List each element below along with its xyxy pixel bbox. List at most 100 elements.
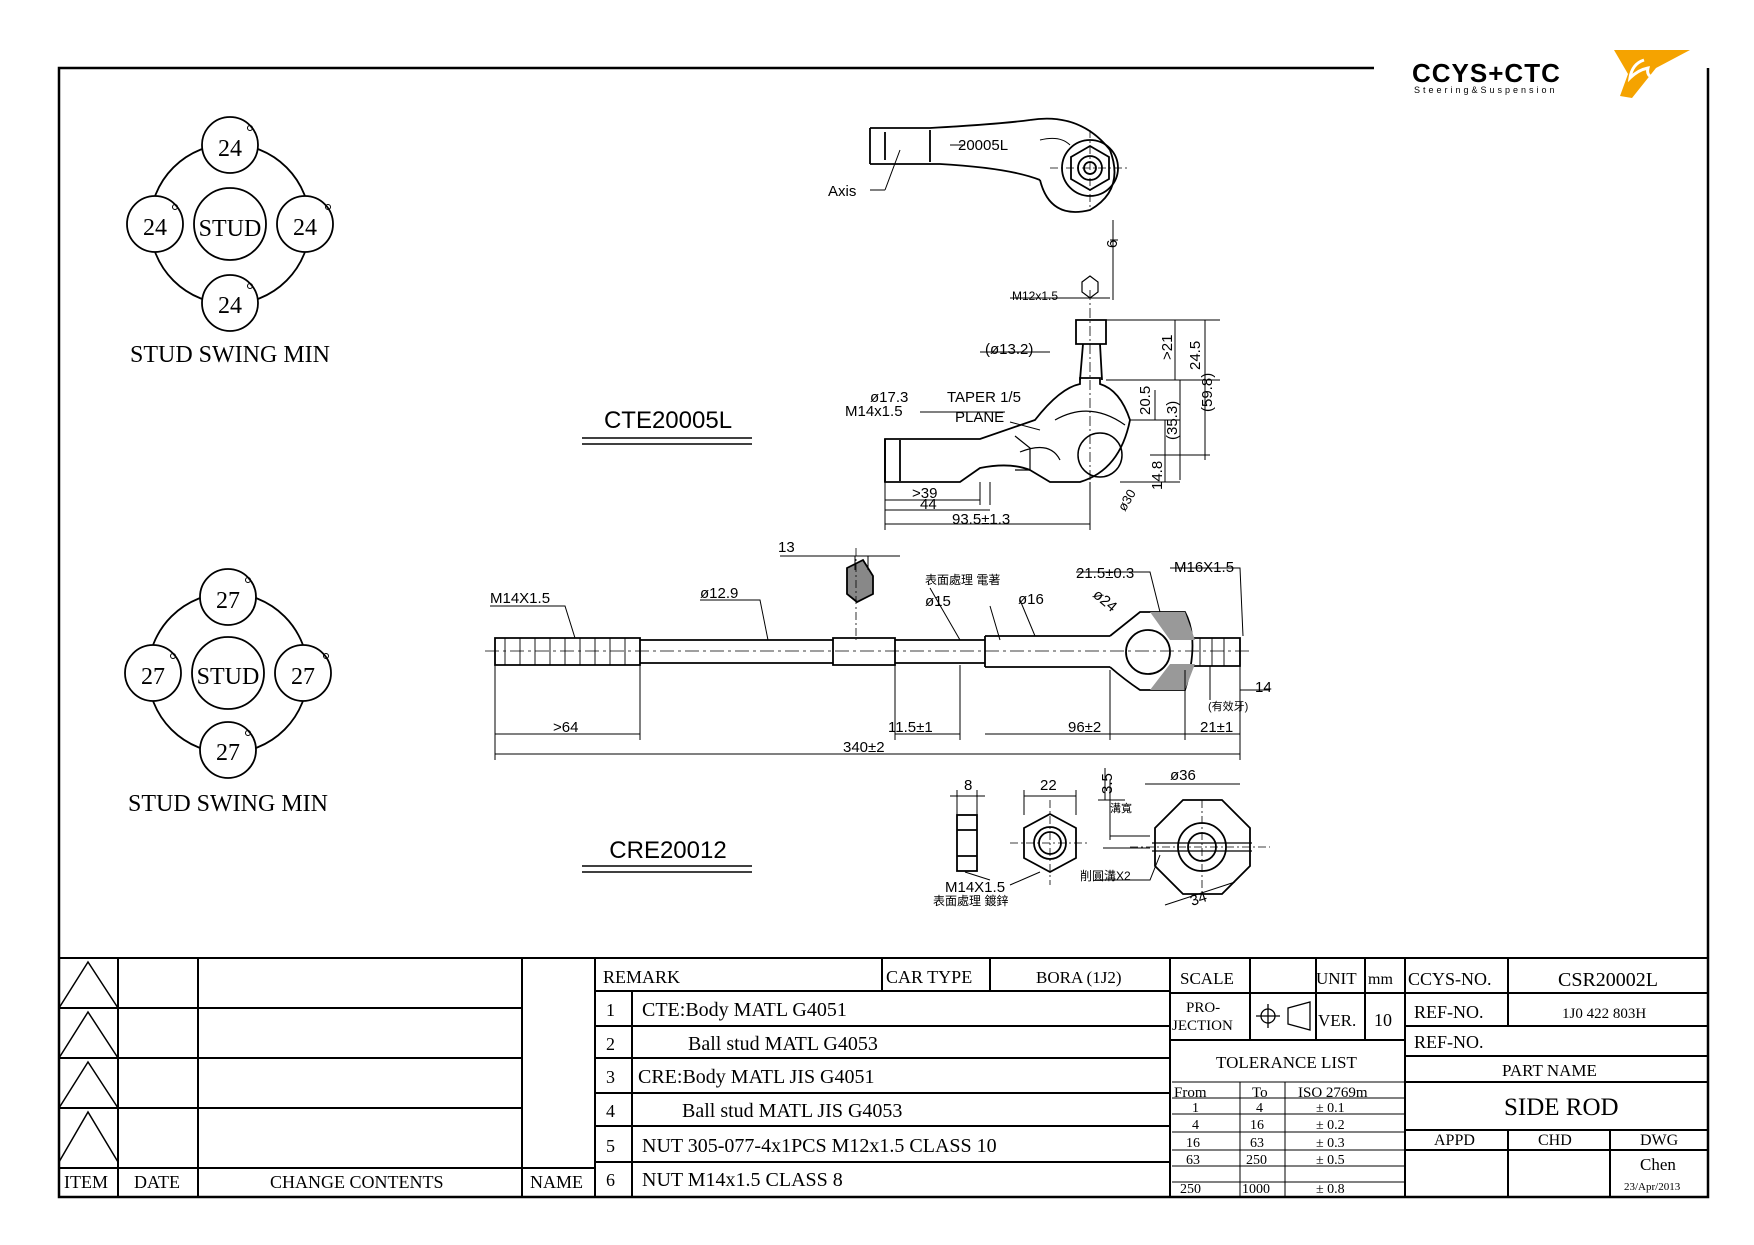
tol-row2-tol: ± 0.2 <box>1316 1118 1345 1133</box>
car-type-value: BORA (1J2) <box>1036 968 1121 987</box>
cre-thread-lines <box>504 638 1225 666</box>
nut-dim-8: 8 <box>964 777 972 794</box>
remark-header: REMARK <box>603 967 680 987</box>
cte-top-view <box>869 117 1130 213</box>
ref-no-label: REF-NO. <box>1414 1002 1484 1022</box>
cte-dim-m12: M12x1.5 <box>1012 289 1058 303</box>
cte-dim-245: 24.5 <box>1187 341 1204 370</box>
castle-nut-view <box>1095 768 1270 906</box>
projection-label-1: PRO- <box>1186 1000 1220 1016</box>
rev-change-header: CHANGE CONTENTS <box>270 1172 444 1192</box>
label-underlines <box>582 437 752 873</box>
cte-dim-plane: PLANE <box>955 409 1004 426</box>
cte-dim-173: ø17.3 <box>870 389 908 406</box>
cte-part-mark: 20005L <box>958 137 1008 154</box>
swing1-right: 24 <box>293 215 317 241</box>
cre-dim-215: 21.5±0.3 <box>1076 565 1134 582</box>
cte-dim-6: 6 <box>1104 240 1121 248</box>
revision-triangles <box>58 960 119 1163</box>
cte-dim-205: 20.5 <box>1137 386 1154 415</box>
cre-dimension-lines <box>490 555 1270 760</box>
tol-row4-tol: ± 0.5 <box>1316 1153 1345 1168</box>
nut-cn-4: 削圓溝X2 <box>1080 869 1131 883</box>
cte-dim-taper: TAPER 1/5 <box>947 389 1021 406</box>
cre-dim-64: >64 <box>553 719 578 736</box>
cre-hex-section <box>846 548 874 640</box>
nut-dim-35: 3.5 <box>1099 773 1116 794</box>
nut-dim-36: ø36 <box>1170 767 1196 784</box>
tolerance-title: TOLERANCE LIST <box>1216 1053 1357 1072</box>
axis-leader <box>870 149 901 191</box>
tol-row2-from: 4 <box>1192 1118 1199 1133</box>
remark-4-text: Ball stud MATL JIS G4053 <box>682 1100 902 1122</box>
cte-side-view <box>884 275 1131 500</box>
cre-dim-96: 96±2 <box>1068 719 1101 736</box>
tolerance-grid <box>1172 1081 1405 1197</box>
swing2-center: STUD <box>197 664 260 690</box>
ver-label: VER. <box>1318 1011 1356 1030</box>
cte-dim-148: 14.8 <box>1149 461 1166 490</box>
ref-no2-label: REF-NO. <box>1414 1032 1484 1052</box>
dwg-label: DWG <box>1640 1132 1679 1149</box>
remark-1-text: CTE:Body MATL G4051 <box>642 999 847 1021</box>
remark-1-num: 1 <box>606 1000 615 1020</box>
cre-dim-13: 13 <box>778 539 795 556</box>
part-name-value: SIDE ROD <box>1504 1094 1619 1121</box>
cte-dim-21: >21 <box>1159 335 1176 360</box>
tol-from-header: From <box>1174 1085 1207 1101</box>
cre-dim-340: 340±2 <box>843 739 885 756</box>
cre-dim-24: ø24 <box>1089 586 1120 616</box>
ccys-no-label: CCYS-NO. <box>1408 969 1492 989</box>
rev-item-header: ITEM <box>64 1172 108 1192</box>
ver-value: 10 <box>1374 1010 1392 1030</box>
cre-dim-m14: M14X1.5 <box>490 590 550 607</box>
swing2-left: 27 <box>141 664 165 690</box>
logo-swoosh-icon <box>1614 50 1690 98</box>
nut-side-view <box>950 790 985 872</box>
remark-6-text: NUT M14x1.5 CLASS 8 <box>642 1169 843 1191</box>
cre-dim-14: 14 <box>1255 679 1272 696</box>
cre-label: CRE20012 <box>609 837 726 864</box>
rev-date-header: DATE <box>134 1172 180 1192</box>
nut-cn-5: 表面處理 鍍鋅 <box>933 893 1008 908</box>
remark-3-text: CRE:Body MATL JIS G4051 <box>638 1066 875 1088</box>
tol-row3-tol: ± 0.3 <box>1316 1136 1345 1151</box>
part-name-label: PART NAME <box>1502 1061 1597 1080</box>
nut-front-view <box>1010 790 1090 885</box>
tol-row3-from: 16 <box>1186 1136 1200 1151</box>
degree-marks-2 <box>170 577 329 736</box>
remark-4-num: 4 <box>606 1101 615 1121</box>
title-block-frame <box>59 957 1708 1197</box>
tol-row4-to: 250 <box>1246 1153 1267 1168</box>
stud-swing-diagram-2 <box>124 568 332 779</box>
swing1-center: STUD <box>199 216 262 242</box>
cte-dimension-lines <box>884 220 1220 530</box>
nut-leaders <box>964 871 1041 886</box>
cte-dim-30: ø30 <box>1115 487 1139 514</box>
stud-swing-diagram-1 <box>126 116 334 332</box>
tol-row5-tol: ± 0.8 <box>1316 1182 1345 1197</box>
nut-dim-22: 22 <box>1040 777 1057 794</box>
cre-cn-2: (有效牙) <box>1208 699 1248 713</box>
cte-axis-label: Axis <box>828 183 856 200</box>
degree-marks-1 <box>172 125 331 289</box>
swing1-top: 24 <box>218 136 242 162</box>
remark-5-num: 5 <box>606 1136 615 1156</box>
logo-brand: CCYS+CTC <box>1412 58 1561 88</box>
tol-row4-from: 63 <box>1186 1153 1200 1168</box>
cre-dim-129: ø12.9 <box>700 585 738 602</box>
drawing-date: 23/Apr/2013 <box>1624 1181 1681 1193</box>
appd-label: APPD <box>1434 1132 1475 1149</box>
cte-dim-935: 93.5±1.3 <box>952 511 1010 528</box>
tol-to-header: To <box>1252 1085 1268 1101</box>
car-type-label: CAR TYPE <box>886 967 972 987</box>
tol-row3-to: 63 <box>1250 1136 1264 1151</box>
nut-dim-34: 34 <box>1188 888 1209 909</box>
cte-dim-39: >39 <box>912 485 937 502</box>
remark-5-text: NUT 305-077-4x1PCS M12x1.5 CLASS 10 <box>642 1135 997 1157</box>
cre-dim-16: ø16 <box>1018 591 1044 608</box>
tol-row1-from: 1 <box>1192 1101 1199 1116</box>
drawer-name: Chen <box>1640 1155 1676 1174</box>
unit-label: UNIT <box>1316 969 1357 988</box>
